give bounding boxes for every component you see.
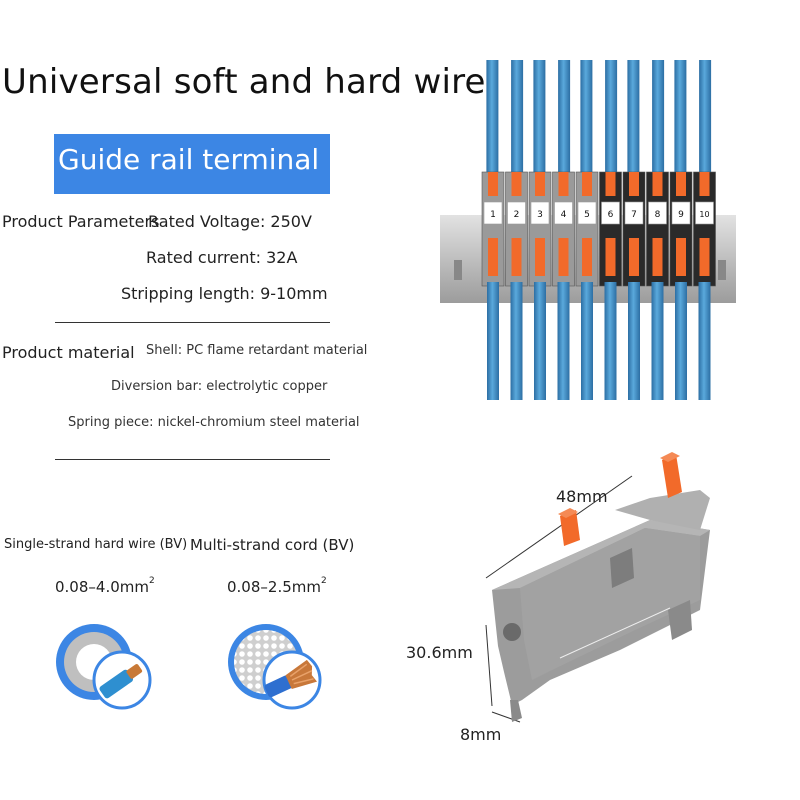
terminal-block-8: 8 (646, 171, 669, 287)
divider-2 (55, 459, 330, 460)
terminal-dimension-diagram: 48mm 30.6mm 8mm Guide rail specification… (406, 452, 710, 744)
depth-label: 8mm (460, 725, 501, 744)
wire-top-6 (605, 60, 618, 180)
banner: Guide rail terminal (54, 134, 330, 194)
material-diversion-bar: Diversion bar: electrolytic copper (111, 379, 328, 394)
terminal-number-6: 6 (608, 210, 614, 220)
wire-top-5 (580, 60, 593, 180)
lever-bottom-10 (699, 238, 710, 276)
height-dimension-line (485, 624, 493, 707)
wire-bottom-3 (534, 282, 546, 400)
divider-1 (55, 322, 330, 323)
terminal-number-7: 7 (631, 210, 637, 220)
lever-left (560, 510, 580, 546)
wire-bottom-2 (510, 282, 523, 400)
wire-bottom-10 (698, 282, 711, 400)
parameters-heading: Product Parameters (2, 212, 160, 231)
terminal-blocks: 1 2 3 4 5 6 7 8 9 10 (481, 171, 716, 287)
wire-top-7 (627, 60, 640, 180)
wire-bottom-8 (651, 282, 664, 400)
wire-top-9 (674, 60, 687, 180)
terminal-strip-photo: 1 2 3 4 5 6 7 8 9 10 (440, 60, 736, 400)
lever-bottom-7 (629, 238, 639, 276)
hard-wire-label: Single-strand hard wire (BV) (4, 537, 188, 552)
lever-top-8 (652, 172, 663, 196)
wire-top-8 (652, 60, 665, 180)
wire-top-3 (533, 60, 546, 180)
lever-bottom-3 (535, 238, 545, 276)
hard-wire-range-text: 0.08–4.0mm (55, 578, 149, 596)
stripping-length: Stripping length: 9-10mm (121, 284, 328, 303)
terminal-number-8: 8 (655, 210, 661, 220)
lever-bottom-2 (511, 238, 522, 276)
terminal-block-9: 9 (669, 171, 693, 287)
wire-top-2 (511, 60, 524, 180)
terminal-number-3: 3 (537, 210, 543, 220)
wire-top-10 (699, 60, 712, 180)
terminal-block-1: 1 (481, 171, 505, 287)
lever-bottom-9 (676, 238, 686, 276)
material-spring-piece: Spring piece: nickel-chromium steel mate… (68, 415, 360, 430)
cord-superscript: 2 (320, 576, 327, 586)
terminal-block-5: 5 (575, 171, 599, 287)
hard-wire-cross-section-icon (56, 624, 152, 710)
material-heading: Product material (2, 343, 135, 362)
terminal-block-4: 4 (552, 171, 575, 287)
width-label: 48mm (556, 487, 608, 506)
hard-wire-range: 0.08–4.0mm2 (55, 576, 155, 596)
material-shell: Shell: PC flame retardant material (146, 343, 368, 358)
wires-bottom (487, 282, 711, 400)
terminal-number-9: 9 (678, 210, 684, 220)
wire-bottom-7 (628, 282, 640, 400)
rail-arrow-line (559, 607, 671, 659)
terminal-number-5: 5 (584, 210, 590, 220)
wires-top (486, 60, 712, 180)
terminal-number-1: 1 (490, 210, 496, 220)
terminal-block-10: 10 (693, 171, 716, 287)
lever-bottom-8 (652, 238, 663, 276)
lever-bottom-1 (488, 238, 498, 276)
terminal-number-10: 10 (699, 210, 709, 219)
lever-top-2 (511, 172, 522, 196)
wire-bottom-6 (604, 282, 617, 400)
terminal-block-7: 7 (622, 171, 646, 287)
lever-top-6 (605, 172, 616, 196)
cord-label: Multi-strand cord (BV) (190, 536, 355, 554)
terminal-block-3: 3 (528, 171, 552, 287)
terminal-number-4: 4 (561, 210, 567, 220)
cord-range-text: 0.08–2.5mm (227, 578, 321, 596)
wire-bottom-5 (581, 282, 593, 400)
wire-top-1 (486, 60, 499, 180)
multi-strand-cross-section-icon (228, 624, 322, 710)
headline: Universal soft and hard wire (2, 62, 486, 102)
lever-top-7 (629, 172, 639, 196)
lever-top-4 (558, 172, 569, 196)
height-label: 30.6mm (406, 643, 473, 662)
terminal-block-2: 2 (505, 171, 528, 287)
wire-top-4 (558, 60, 571, 180)
lever-top-5 (582, 172, 592, 196)
lever-top-10 (699, 172, 710, 196)
lever-right (662, 454, 682, 498)
lever-bottom-4 (558, 238, 569, 276)
banner-text: Guide rail terminal (58, 143, 320, 176)
lever-bottom-5 (582, 238, 592, 276)
lever-bottom-6 (605, 238, 616, 276)
wire-bottom-1 (487, 282, 499, 400)
lever-top-3 (535, 172, 545, 196)
terminal-number-2: 2 (514, 210, 520, 220)
wire-bottom-9 (675, 282, 687, 400)
cord-range: 0.08–2.5mm2 (227, 576, 327, 596)
terminal-block-6: 6 (599, 171, 622, 287)
hard-wire-superscript: 2 (148, 576, 155, 586)
rated-current: Rated current: 32A (146, 248, 298, 267)
rated-voltage: Rated Voltage: 250V (148, 212, 312, 231)
lever-top-9 (676, 172, 686, 196)
wire-bottom-4 (557, 282, 570, 400)
width-dimension-line (485, 475, 633, 579)
lever-top-1 (488, 172, 498, 196)
